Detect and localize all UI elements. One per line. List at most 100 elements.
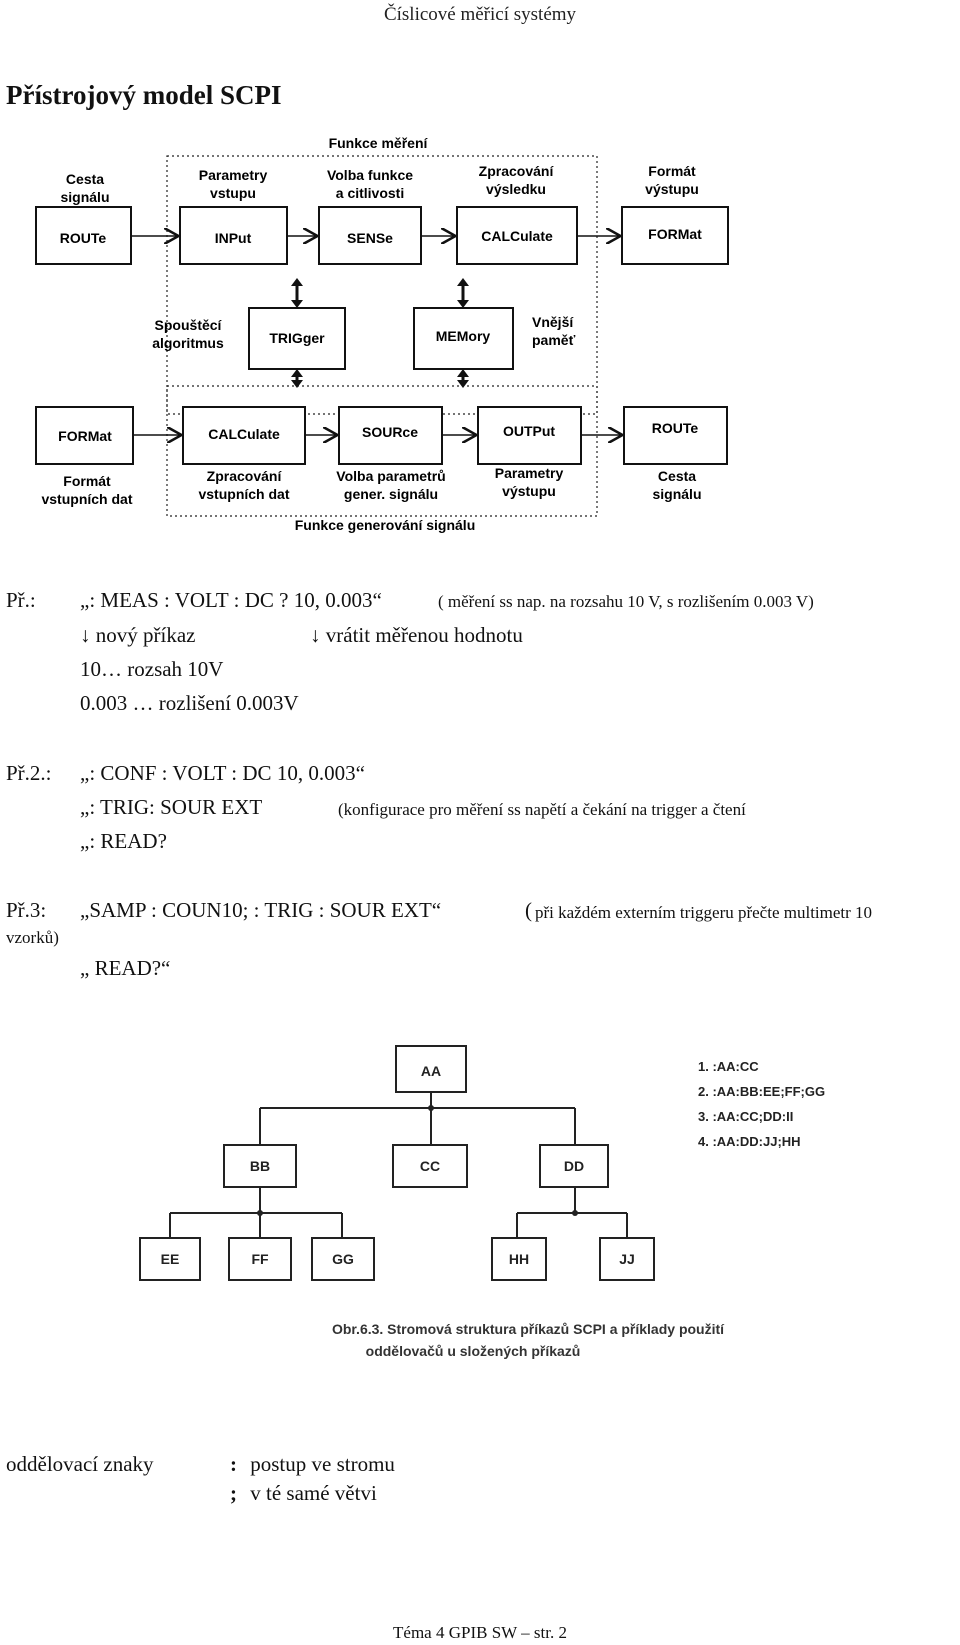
down-arrow-icon: ↓ <box>310 623 321 647</box>
generate-group-border <box>166 385 598 517</box>
caption: výstupu <box>502 483 556 499</box>
box-label: CALCulate <box>481 228 553 244</box>
example-1-note: ( měření ss nap. na rozsahu 10 V, s rozl… <box>438 592 814 611</box>
tree-example: 3. :AA:CC;DD:II <box>698 1109 793 1124</box>
tree-caption-line-1: Obr.6.3. Stromová struktura příkazů SCPI… <box>332 1321 725 1337</box>
example-2-label: Př.2.: <box>6 761 52 785</box>
caption: Zpracování <box>207 468 283 484</box>
caption: výsledku <box>486 181 546 197</box>
tree-example: 1. :AA:CC <box>698 1059 759 1074</box>
example-3-note: při každém externím triggeru přečte mult… <box>535 903 873 922</box>
box-label: ROUTe <box>60 230 107 246</box>
example-3-command: „SAMP : COUN10; : TRIG : SOUR EXT“ <box>80 898 442 922</box>
arrow-text: nový příkaz <box>95 623 196 647</box>
example-3-label: Př.3: <box>6 898 47 922</box>
box-label: TRIGger <box>269 330 325 346</box>
tree-node-aa <box>395 1045 467 1093</box>
separator-symbol: : <box>230 1452 237 1476</box>
arrow-text: vrátit měřenou hodnotu <box>325 623 523 647</box>
box-trigger <box>248 307 346 370</box>
top-group-label: Funkce měření <box>329 135 429 151</box>
scpi-command-tree-diagram: AA BB CC DD EE FF GG HH JJ 1. :AA:CC 2. … <box>139 1045 825 1359</box>
example-1-arrow-return-value: ↓ vrátit měřenou hodnotu <box>310 623 523 648</box>
tree-node-ff <box>228 1237 292 1281</box>
box-label: ROUTe <box>652 420 699 436</box>
example-3-note-continued: vzorků) <box>6 928 59 947</box>
separators-label: oddělovací znaky <box>6 1452 154 1476</box>
caption: Formát <box>63 473 111 489</box>
caption: algoritmus <box>152 335 224 351</box>
box-format-top <box>621 206 729 265</box>
box-memory <box>413 307 514 370</box>
tree-node-bb <box>223 1144 297 1188</box>
example-3-line-2: „ READ?“ <box>80 956 171 980</box>
tree-node-label: AA <box>421 1063 441 1079</box>
box-label: FORMat <box>648 226 702 242</box>
caption: Volba parametrů <box>336 468 445 484</box>
separator-text: v té samé větvi <box>250 1481 377 1505</box>
tree-example: 2. :AA:BB:EE;FF;GG <box>698 1084 825 1099</box>
box-label: INPut <box>215 230 252 246</box>
caption: signálu <box>652 486 701 502</box>
caption: a citlivosti <box>336 185 404 201</box>
box-calculate-bottom <box>182 406 306 465</box>
separator-text: postup ve stromu <box>250 1452 395 1476</box>
caption: Vnější <box>532 314 574 330</box>
example-2-line-2: „: TRIG: SOUR EXT <box>80 795 263 819</box>
box-format-bottom <box>35 406 134 465</box>
tree-node-cc <box>392 1144 468 1188</box>
tree-caption-line-2: oddělovačů u složených příkazů <box>366 1343 581 1359</box>
caption: Formát <box>648 163 696 179</box>
example-2-line-1: „: CONF : VOLT : DC 10, 0.003“ <box>80 761 365 785</box>
top-row-boxes <box>35 206 729 265</box>
example-2-line-3: „: READ? <box>80 829 167 853</box>
tree-node-label: CC <box>420 1158 440 1174</box>
page-footer: Téma 4 GPIB SW – str. 2 <box>393 1623 567 1642</box>
caption: Spouštěcí <box>155 317 223 333</box>
box-label: OUTPut <box>503 423 555 439</box>
example-1-label: Př.: <box>6 588 36 612</box>
caption: paměť <box>532 332 576 348</box>
caption: výstupu <box>645 181 699 197</box>
tree-node-label: DD <box>564 1158 584 1174</box>
separator-colon: : postup ve stromu <box>230 1452 395 1477</box>
box-label: SOURce <box>362 424 418 440</box>
bottom-group-label: Funkce generování signálu <box>295 517 476 533</box>
box-label: MEMory <box>436 328 491 344</box>
tree-node-ee <box>139 1237 201 1281</box>
example-1-command: „: MEAS : VOLT : DC ? 10, 0.003“ <box>80 588 382 612</box>
box-input <box>179 206 288 265</box>
box-label: SENSe <box>347 230 393 246</box>
tree-node-label: GG <box>332 1251 354 1267</box>
tree-node-label: FF <box>251 1251 269 1267</box>
box-label: FORMat <box>58 428 112 444</box>
tree-example: 4. :AA:DD:JJ;HH <box>698 1134 801 1149</box>
box-route-bottom <box>623 406 728 465</box>
separator-semicolon: ; v té samé větvi <box>230 1481 377 1506</box>
caption: vstupních dat <box>198 486 289 502</box>
caption: Parametry <box>199 167 268 183</box>
tree-node-label: HH <box>509 1251 529 1267</box>
caption: signálu <box>60 189 109 205</box>
page-title: Přístrojový model SCPI <box>6 80 282 110</box>
tree-node-gg <box>311 1237 375 1281</box>
separator-symbol: ; <box>230 1481 237 1505</box>
caption: Cesta <box>658 468 696 484</box>
example-1-range: 10… rozsah 10V <box>80 657 224 681</box>
caption: Parametry <box>495 465 564 481</box>
tree-node-jj <box>599 1237 655 1281</box>
caption: gener. signálu <box>344 486 438 502</box>
tree-node-hh <box>491 1237 547 1281</box>
tree-node-label: JJ <box>619 1251 635 1267</box>
example-1-arrow-new-command: ↓ nový příkaz <box>80 623 195 648</box>
example-2-note: (konfigurace pro měření ss napětí a čeká… <box>338 800 746 819</box>
example-3-note-paren: ( <box>525 898 532 922</box>
tree-node-label: EE <box>161 1251 180 1267</box>
caption: Cesta <box>66 171 104 187</box>
caption: Volba funkce <box>327 167 413 183</box>
box-output <box>477 406 582 465</box>
page-header: Číslicové měřicí systémy <box>383 4 577 25</box>
scpi-instrument-model-diagram: Funkce měření Funkce generování signálu … <box>35 135 729 533</box>
tree-node-label: BB <box>250 1158 270 1174</box>
box-label: CALCulate <box>208 426 280 442</box>
